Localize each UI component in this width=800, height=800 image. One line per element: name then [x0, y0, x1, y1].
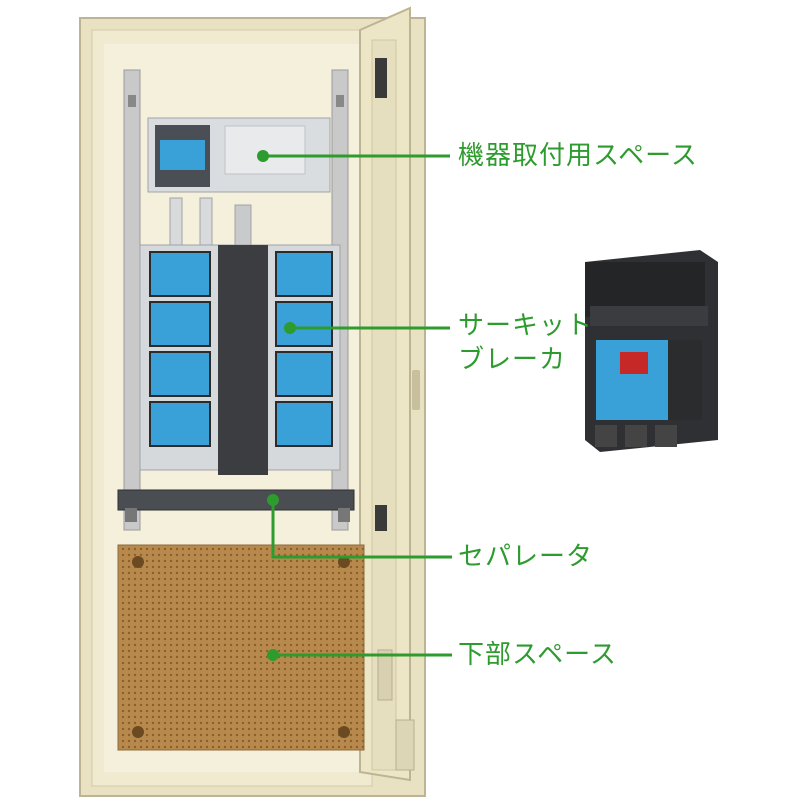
equipment-space-plate	[147, 117, 331, 193]
callout-dots	[257, 150, 296, 661]
breaker-panel	[139, 244, 341, 475]
label-circuit-breaker-line2: ブレーカ	[458, 345, 567, 375]
label-equipment-space: 機器取付用スペース	[458, 141, 698, 171]
label-circuit-breaker-line1: サーキット	[458, 311, 594, 341]
separator-bar	[117, 489, 355, 522]
label-lower-space: 下部スペース	[458, 640, 617, 670]
label-separator: セパレータ	[458, 542, 594, 572]
callout-lines	[263, 154, 452, 657]
circuit-breaker-closeup	[585, 250, 718, 452]
cabinet-door	[359, 6, 420, 782]
lower-space-board	[117, 544, 365, 751]
busbars	[169, 197, 252, 249]
